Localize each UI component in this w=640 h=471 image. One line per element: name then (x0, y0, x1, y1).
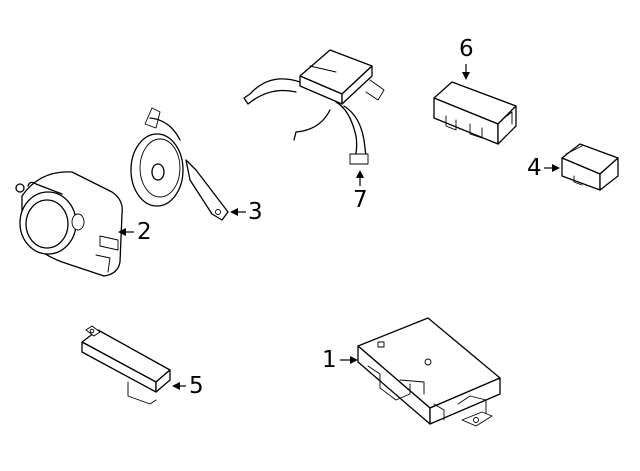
control-module-part (357, 317, 501, 427)
callout-7: 7 (353, 187, 368, 213)
callout-leaders (118, 64, 560, 390)
sensor-bar-part (81, 325, 171, 405)
callout-3: 3 (248, 199, 263, 225)
horn-part (130, 107, 229, 221)
callout-6: 6 (459, 36, 474, 62)
callout-4: 4 (527, 155, 542, 181)
siren-part (15, 171, 123, 277)
small-relay-module-part (561, 143, 619, 191)
callout-2: 2 (137, 219, 152, 245)
callout-1: 1 (322, 347, 337, 373)
receiver-module-part (433, 81, 517, 145)
callout-5: 5 (189, 373, 204, 399)
harness-module-part (243, 49, 385, 165)
